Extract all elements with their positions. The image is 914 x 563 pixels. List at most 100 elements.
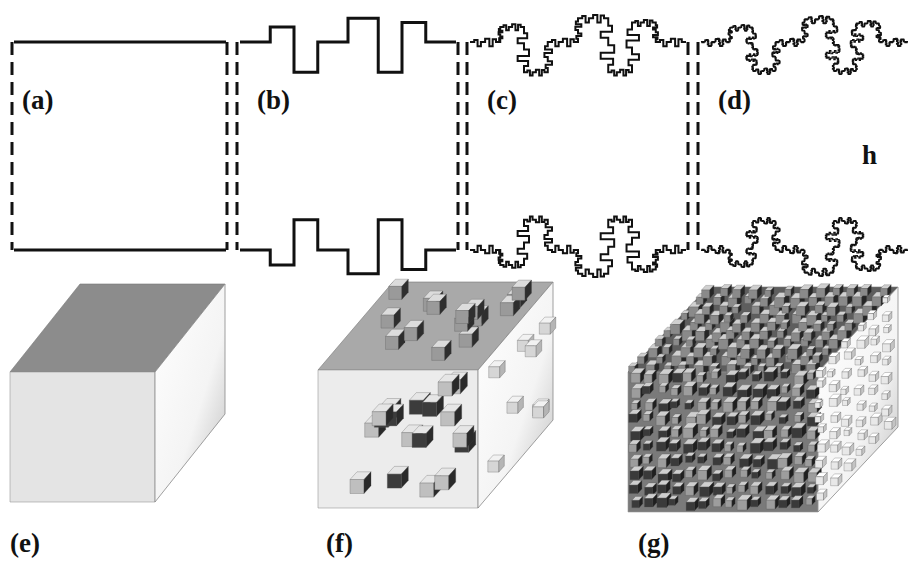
cube-front — [683, 387, 692, 396]
cube-side — [733, 484, 736, 494]
cube-front — [656, 442, 665, 451]
cube-front — [816, 477, 824, 485]
cube-side — [848, 398, 851, 406]
cube-side — [695, 498, 699, 511]
cube-side — [455, 404, 462, 426]
cube-side — [888, 285, 892, 296]
cube-front — [350, 480, 364, 494]
cube-side — [706, 498, 710, 509]
panel-label: (a) — [22, 85, 53, 115]
cube-front — [632, 500, 639, 507]
cube-front — [643, 444, 649, 450]
cube-front — [409, 400, 423, 414]
cube-front — [883, 344, 891, 352]
cube-side — [639, 466, 644, 480]
cube-front — [664, 331, 671, 338]
cube-side — [823, 473, 827, 485]
cube-side — [401, 466, 408, 488]
cube-side — [692, 453, 695, 463]
cube-front — [713, 298, 720, 305]
cube-side — [720, 439, 724, 452]
cube-side — [706, 398, 710, 411]
cube-front — [841, 389, 846, 394]
cube-front — [671, 402, 677, 408]
cube-front — [740, 316, 747, 323]
cube-front — [884, 328, 889, 333]
cube-front — [844, 352, 851, 359]
panel-label: (e) — [10, 528, 40, 558]
cube-front — [631, 389, 640, 398]
cube-front — [791, 488, 800, 497]
cube-front — [420, 483, 434, 497]
periodic-boundary — [226, 42, 229, 250]
cube-front — [631, 432, 640, 441]
cube-front — [712, 444, 720, 452]
cube-side — [518, 396, 524, 413]
cube-side — [728, 285, 732, 296]
cube-front — [441, 412, 455, 426]
cube-front — [629, 414, 637, 422]
cube-front — [822, 349, 828, 355]
cube-side — [467, 426, 474, 448]
cube-front — [752, 306, 760, 314]
cube-front — [685, 470, 692, 477]
cube-side — [887, 391, 890, 400]
cube-front — [737, 446, 743, 452]
cube-front — [749, 290, 758, 299]
cube-front — [488, 461, 499, 472]
cube-front — [815, 340, 823, 348]
cube-side — [868, 285, 872, 296]
cube-side — [704, 453, 707, 463]
cube-front — [655, 339, 662, 346]
cube-front — [844, 430, 849, 435]
cube-side — [525, 280, 532, 300]
cube-front — [816, 289, 825, 298]
cube-front — [831, 416, 838, 423]
cube-front — [643, 471, 651, 480]
cube-side — [679, 454, 683, 466]
cube-side — [774, 482, 778, 495]
cube-front — [765, 414, 771, 420]
cube-front — [404, 328, 417, 341]
cube-front — [683, 444, 692, 453]
cube-front — [822, 332, 830, 340]
cube-front — [686, 357, 694, 365]
cube-front — [768, 341, 775, 348]
cube-front — [856, 420, 863, 427]
cube-front — [839, 297, 848, 306]
cube-front — [742, 332, 750, 340]
cube-front — [858, 325, 864, 331]
cube-side — [849, 428, 852, 436]
cube-front — [500, 303, 513, 316]
cube-side — [445, 340, 452, 360]
cube-side — [800, 442, 803, 452]
cube-front — [738, 485, 745, 492]
cube-side — [691, 400, 694, 409]
cube-front — [669, 499, 675, 505]
cube-front — [817, 444, 825, 452]
cube-side — [821, 414, 824, 423]
cube-side — [758, 469, 761, 478]
cube-front — [703, 357, 712, 366]
cube-side — [675, 496, 678, 506]
cube-front — [788, 349, 798, 359]
cube-front — [741, 349, 750, 358]
cube-front — [844, 463, 852, 471]
cube-side — [718, 399, 722, 410]
cube-side — [721, 412, 725, 426]
cube-front — [805, 460, 812, 467]
cube-side — [721, 494, 725, 506]
cube-side — [732, 466, 736, 478]
cube-front — [412, 434, 426, 448]
cube-side — [890, 340, 894, 352]
cube-front — [713, 458, 720, 465]
top-boundary-curve — [240, 18, 456, 72]
cube-front — [882, 409, 889, 416]
cube-front — [807, 431, 815, 439]
cube-side — [802, 423, 807, 438]
cube-front — [799, 323, 808, 332]
cube-side — [733, 397, 738, 412]
cube-front — [757, 350, 766, 359]
cube-side — [812, 495, 815, 504]
cube-front — [710, 388, 716, 394]
